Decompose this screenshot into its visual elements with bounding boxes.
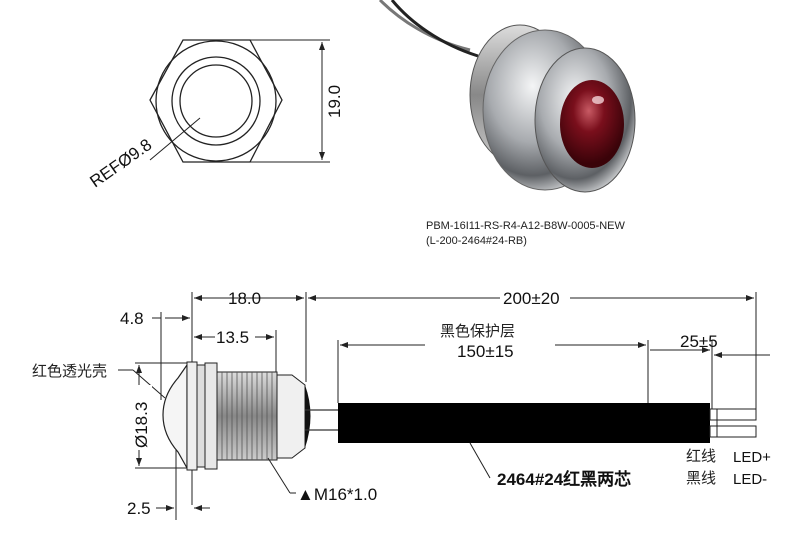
lens-label: 红色透光壳 (32, 362, 107, 380)
sheath-label: 黑色保护层 (440, 322, 515, 340)
strip-length-label: 25±5 (680, 332, 718, 351)
top-view: REFØ9.8 19.0 (86, 39, 344, 191)
dome-height-label: 4.8 (120, 309, 144, 328)
black-wire-label: 黑线 (686, 469, 716, 487)
hex-nut (204, 362, 218, 470)
bezel-circle (171, 56, 261, 146)
diameter-label: Ø18.3 (132, 402, 151, 448)
red-wire-signal: LED+ (733, 449, 771, 466)
thread-length-label: 13.5 (216, 328, 249, 347)
hex-width-label: 19.0 (325, 85, 344, 118)
red-lens (560, 80, 624, 168)
wire-black (390, 0, 479, 58)
product-photo (378, 0, 636, 193)
flange-thickness-label: 2.5 (127, 499, 151, 518)
red-wire (709, 408, 757, 421)
red-wire-label: 红线 (686, 447, 716, 465)
cable-spec-label: 2464#24红黑两芯 (497, 469, 631, 489)
side-view: 18.0 200±20 4.8 13.5 黑色保护层 150±15 25±5 (32, 288, 771, 520)
ref-leader (149, 117, 201, 161)
lens-dome (162, 363, 188, 471)
flange (186, 361, 198, 471)
body-length-label: 18.0 (228, 289, 261, 308)
sheath-length-label: 150±15 (457, 342, 514, 361)
wire-gray (378, 0, 471, 52)
lens-circle (179, 64, 253, 138)
cable-code: (L-200-2464#24-RB) (426, 235, 527, 247)
flange-circle (155, 40, 277, 162)
black-cable-sheath (338, 403, 710, 443)
black-wire-signal: LED- (733, 471, 767, 488)
thread-spec-label: ▲M16*1.0 (297, 485, 377, 504)
ref-diameter-label: REFØ9.8 (86, 135, 155, 191)
black-wire (709, 425, 757, 438)
part-number: PBM-16I11-RS-R4-A12-B8W-0005-NEW (426, 220, 625, 232)
total-length-label: 200±20 (503, 289, 560, 308)
